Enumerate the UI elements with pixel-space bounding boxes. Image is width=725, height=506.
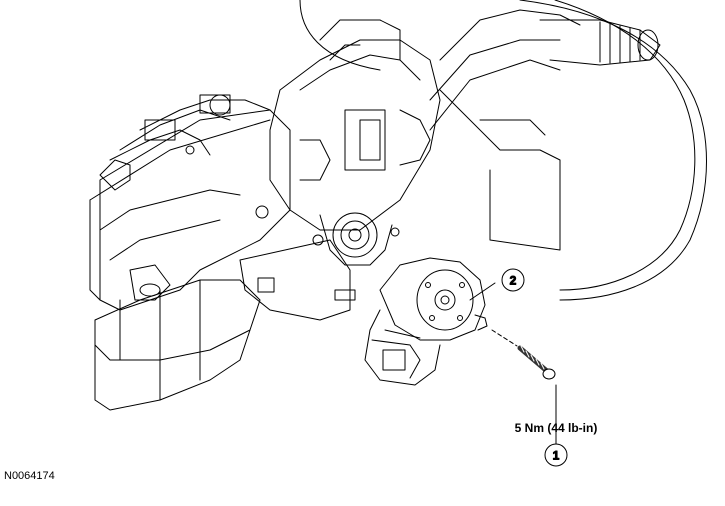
callout-1: 1: [544, 443, 568, 467]
multifunction-switch-stalk: [429, 9, 661, 251]
callout-2-number: 2: [510, 274, 517, 288]
callout-2: 2: [501, 268, 525, 292]
callout-leaders: [469, 282, 557, 445]
column-wiring-harness: [99, 94, 271, 191]
torque-suffix: lb-in): [565, 421, 598, 435]
torque-prefix: 5 Nm (: [515, 421, 552, 435]
mounting-screw: [491, 329, 556, 380]
torque-spec: 5 Nm (44 lb-in): [515, 421, 598, 435]
steering-column-body: [89, 94, 356, 411]
lock-cylinder-housing: [269, 19, 441, 266]
callout-1-number: 1: [553, 449, 560, 463]
torque-value: 44: [551, 421, 565, 435]
ignition-switch: [364, 257, 488, 386]
steering-wheel: [299, 0, 707, 301]
figure-id: N0064174: [4, 470, 55, 482]
